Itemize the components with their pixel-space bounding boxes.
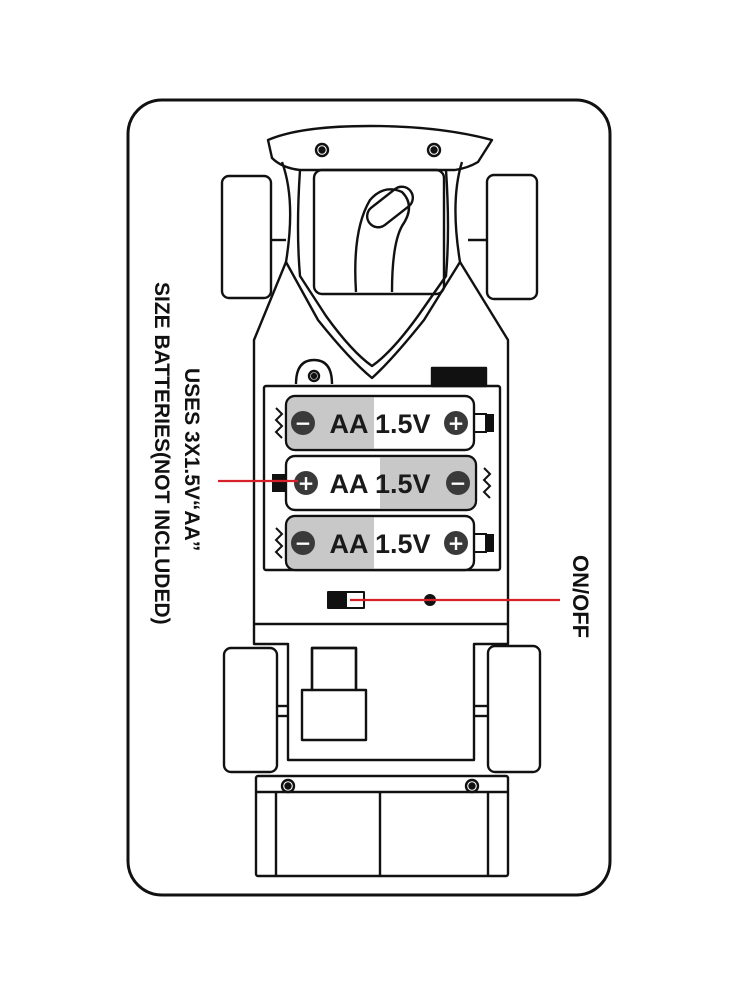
battery-2-label: AA 1.5V: [329, 469, 430, 499]
card-outline: [126, 98, 612, 897]
rear-wheel-right: [486, 644, 542, 774]
car-chassis: [220, 124, 542, 878]
battery-row-1: − AA 1.5V +: [274, 394, 494, 452]
battery-box-tab: [294, 358, 334, 385]
main-chassis: [252, 261, 510, 762]
rear-screw-right: [464, 778, 480, 794]
battery-3-right-terminal: +: [448, 531, 465, 555]
battery-1-label: AA 1.5V: [329, 409, 430, 439]
battery-1-right-terminal: +: [448, 411, 465, 435]
front-body: [280, 161, 464, 380]
connector-block: [430, 366, 488, 388]
battery-3-label: AA 1.5V: [329, 529, 430, 559]
battery-1-left-terminal: −: [295, 411, 312, 435]
front-nose: [266, 124, 494, 172]
rear-bumper: [254, 774, 510, 878]
front-wheel-left: [220, 174, 273, 300]
steering-lever: [354, 188, 411, 293]
rear-wheel-left: [222, 646, 279, 774]
battery-instruction-line-2: SIZE BATTERIES(NOT INCLUDED): [150, 282, 173, 625]
front-screw-right: [426, 142, 442, 158]
battery-row-3: − AA 1.5V +: [274, 514, 494, 572]
front-screw-left: [314, 142, 330, 158]
battery-3-left-terminal: −: [295, 531, 312, 555]
battery-instruction-line-1: USES 3X1.5V“AA”: [180, 368, 203, 551]
steering-housing: [312, 168, 446, 296]
battery-2-right-terminal: −: [450, 471, 467, 495]
battery-2-left-terminal: +: [298, 471, 315, 495]
front-wheel-right: [485, 173, 539, 301]
on-off-label: ON/OFF: [568, 555, 593, 638]
rear-screw-left: [280, 778, 296, 794]
battery-row-2: + AA 1.5V −: [272, 454, 492, 512]
